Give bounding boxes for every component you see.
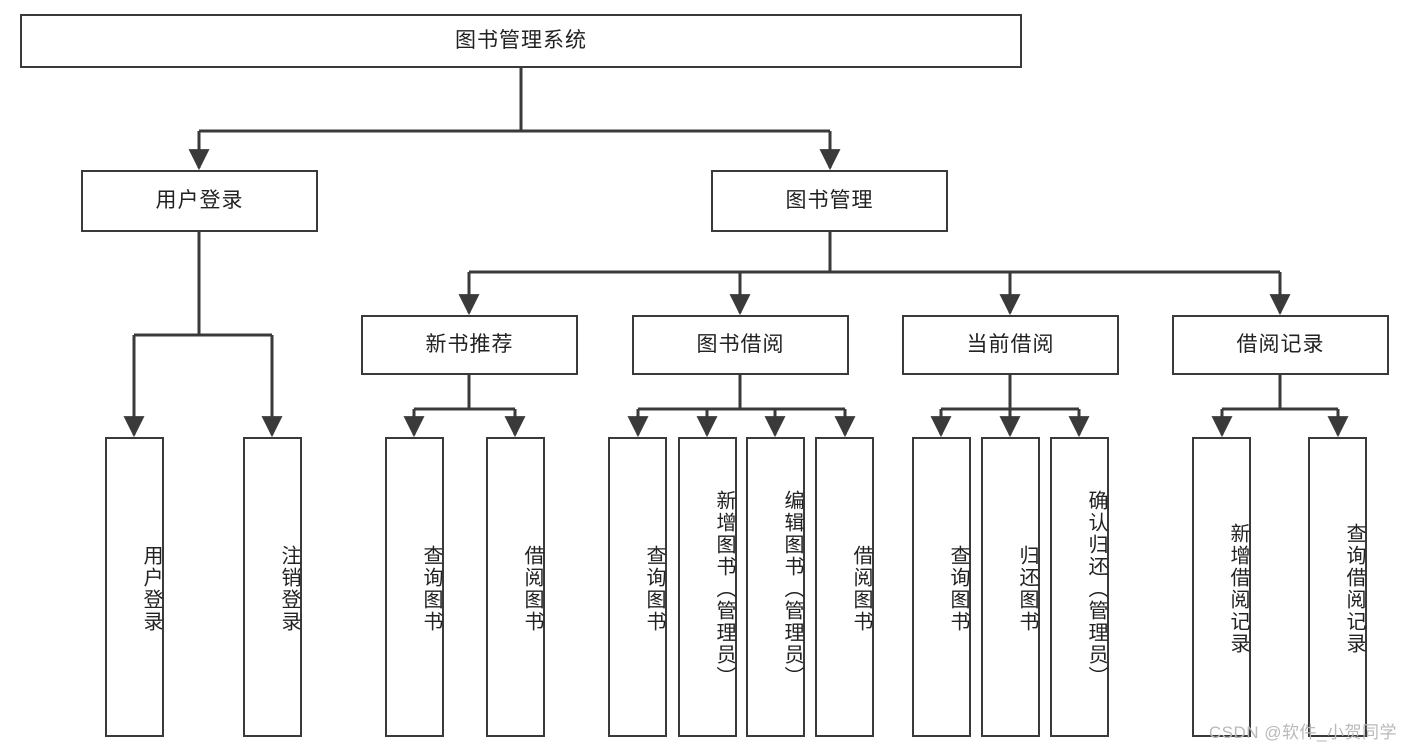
leaf-return-book[interactable]: 归还图书 (981, 437, 1040, 737)
node-borrow-record[interactable]: 借阅记录 (1172, 315, 1389, 375)
node-user-login[interactable]: 用户登录 (81, 170, 318, 232)
node-root[interactable]: 图书管理系统 (20, 14, 1022, 68)
node-current-borrow[interactable]: 当前借阅 (902, 315, 1119, 375)
leaf-add-book[interactable]: 新增图书（管理员） (678, 437, 737, 737)
leaf-add-record[interactable]: 新增借阅记录 (1192, 437, 1251, 737)
node-new-book-rec[interactable]: 新书推荐 (361, 315, 578, 375)
leaf-query-book-2[interactable]: 查询图书 (608, 437, 667, 737)
leaf-confirm-return[interactable]: 确认归还（管理员） (1050, 437, 1109, 737)
leaf-query-book-3[interactable]: 查询图书 (912, 437, 971, 737)
leaf-edit-book[interactable]: 编辑图书（管理员） (746, 437, 805, 737)
leaf-query-book-1[interactable]: 查询图书 (385, 437, 444, 737)
node-book-manage[interactable]: 图书管理 (711, 170, 948, 232)
leaf-query-record[interactable]: 查询借阅记录 (1308, 437, 1367, 737)
leaf-user-login[interactable]: 用户登录 (105, 437, 164, 737)
leaf-logout[interactable]: 注销登录 (243, 437, 302, 737)
node-book-borrow[interactable]: 图书借阅 (632, 315, 849, 375)
csdn-watermark: CSDN @软件_小贺同学 (1208, 723, 1397, 742)
leaf-borrow-book-1[interactable]: 借阅图书 (486, 437, 545, 737)
leaf-borrow-book-2[interactable]: 借阅图书 (815, 437, 874, 737)
